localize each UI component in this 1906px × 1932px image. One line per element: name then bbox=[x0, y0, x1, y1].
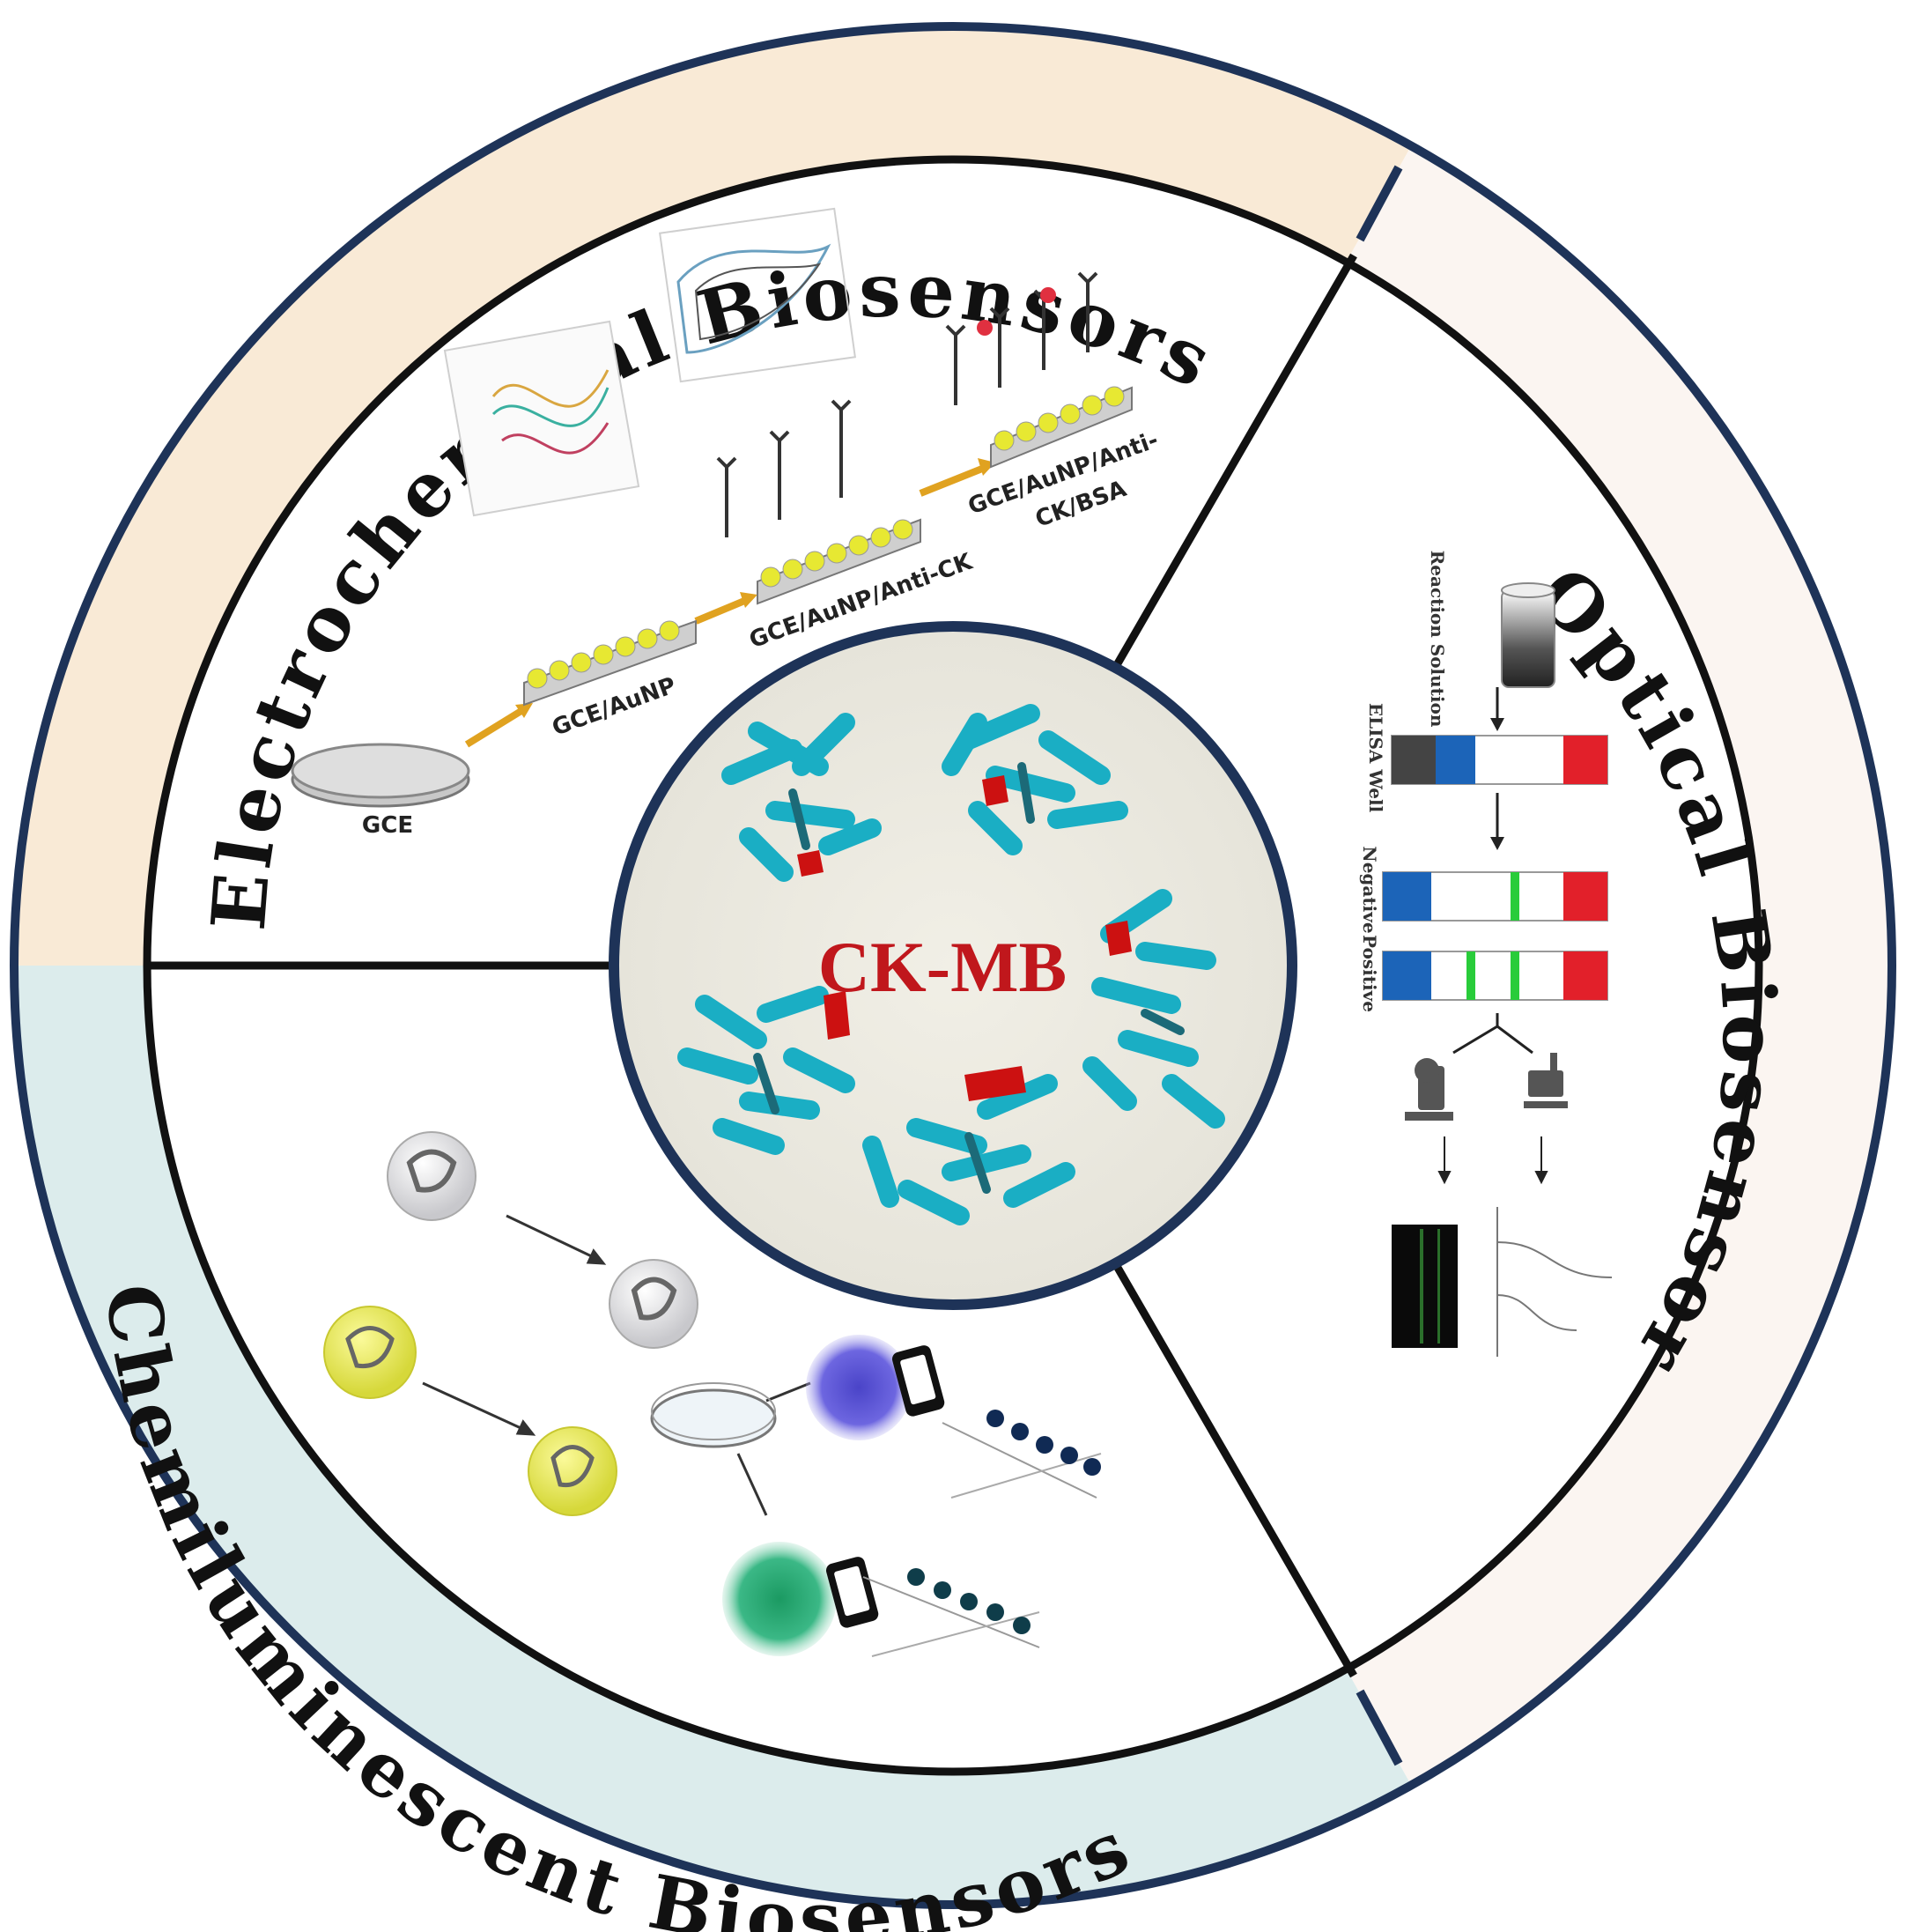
smartphone-icon bbox=[825, 1345, 945, 1628]
calibration-plot-blue bbox=[942, 1410, 1102, 1499]
test-strip-icon bbox=[1391, 735, 1608, 785]
reaction-solution-label: Reaction Solution bbox=[1427, 551, 1448, 728]
hydrogel-bead-icon bbox=[323, 1131, 698, 1516]
microscope-icon bbox=[1405, 1053, 1568, 1121]
active-site-markers bbox=[797, 775, 1132, 1101]
blue-emission bbox=[806, 1335, 912, 1440]
cv-plot bbox=[443, 207, 856, 517]
negative-strip bbox=[1382, 871, 1608, 922]
chemi-arrows bbox=[422, 1214, 811, 1516]
protein-structure-icon bbox=[677, 704, 1225, 1225]
electrode-icon bbox=[291, 743, 470, 808]
elisa-well-label: ELISA Well bbox=[1365, 703, 1386, 813]
fluorescence-spectrum bbox=[1496, 1207, 1613, 1357]
optical-panel: Reaction Solution ELISA Well Negat bbox=[1359, 551, 1613, 1357]
chemiluminescent-panel bbox=[323, 1131, 1102, 1657]
split-arrows bbox=[1452, 1013, 1533, 1055]
readout-arrows bbox=[1437, 1136, 1548, 1185]
center-title: CK-MB bbox=[818, 927, 1067, 1007]
reaction-well-icon bbox=[1501, 582, 1555, 688]
negative-label: Negative bbox=[1359, 846, 1380, 933]
antibody-icon bbox=[716, 399, 852, 537]
positive-strip bbox=[1382, 951, 1608, 1001]
petri-dish-icon bbox=[650, 1382, 777, 1448]
green-emission bbox=[722, 1542, 837, 1656]
center-protein-circle: CK-MB bbox=[609, 621, 1297, 1310]
positive-label: Positive bbox=[1359, 935, 1380, 1012]
section-dividers bbox=[147, 253, 1357, 1678]
calibration-plot-green bbox=[862, 1568, 1040, 1657]
gce-aunp-electrode bbox=[523, 619, 697, 707]
gce-aunp-anti-ck-electrode bbox=[716, 399, 921, 605]
fluorescence-image bbox=[1392, 1225, 1458, 1348]
gce-label: GCE bbox=[362, 812, 413, 839]
gce-aunp-anti-ck-bsa-electrode bbox=[945, 271, 1133, 469]
